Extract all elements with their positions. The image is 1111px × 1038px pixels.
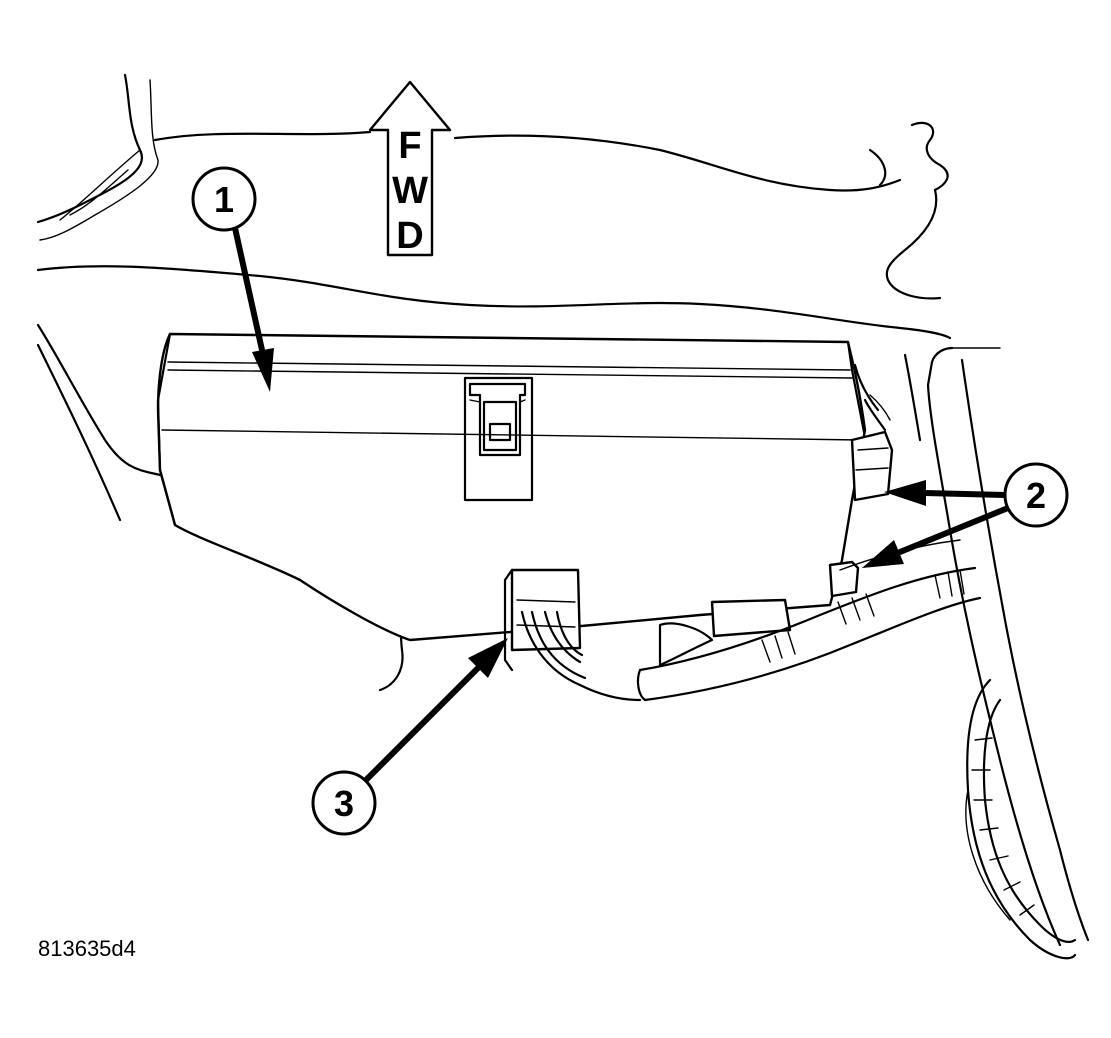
bottom-connector	[503, 568, 792, 702]
callout-1-circle	[191, 166, 257, 232]
side-rail	[853, 346, 1090, 947]
callout-2-leader-upper	[922, 490, 1008, 498]
fwd-letter-f: F	[398, 125, 421, 167]
figure-id-label: 813635d4	[38, 936, 136, 961]
lower-harness	[965, 678, 1077, 960]
callout-3: 3	[311, 638, 508, 836]
callout-1-arrowhead	[252, 348, 274, 392]
callout-2-leader-lower	[897, 505, 1011, 555]
callout-1: 1	[191, 166, 274, 392]
callout-2: 2	[862, 462, 1069, 568]
callout-3-leader	[363, 665, 481, 783]
fwd-letter-d: D	[396, 215, 423, 257]
wire-harness	[636, 539, 982, 702]
callout-2-arrowhead-lower	[862, 540, 904, 568]
callout-1-number: 1	[214, 179, 234, 220]
callout-2-arrowhead-upper	[884, 480, 926, 506]
fwd-letter-w: W	[392, 170, 428, 212]
callout-3-arrowhead	[468, 638, 508, 678]
callout-2-number: 2	[1026, 475, 1046, 516]
callout-2-circle	[1003, 462, 1069, 528]
module-housing	[156, 332, 867, 642]
callout-3-circle	[311, 770, 377, 836]
right-connectors	[828, 394, 894, 598]
callout-1-leader	[232, 225, 265, 353]
callout-3-number: 3	[334, 783, 354, 824]
forward-direction-arrow: F W D	[368, 80, 452, 257]
